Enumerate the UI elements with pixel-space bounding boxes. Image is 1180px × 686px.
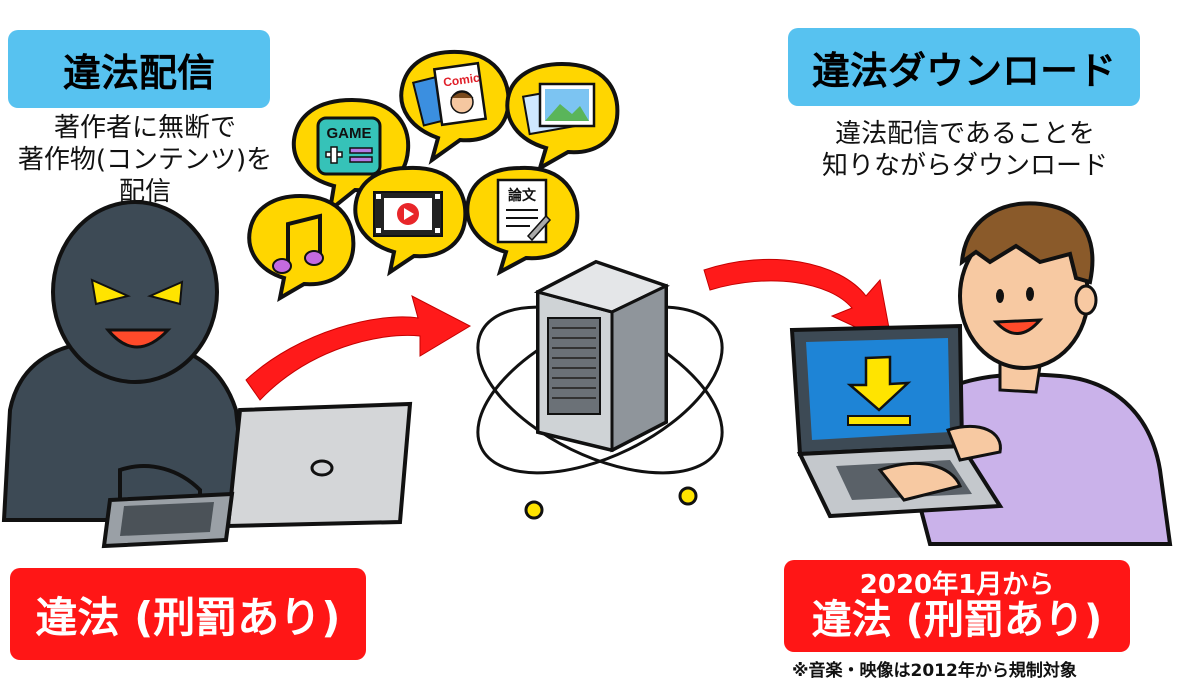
description-line: 著作物(コンテンツ)を bbox=[17, 145, 273, 175]
regulation-footnote: ※音楽・映像は2012年から規制対象 bbox=[792, 661, 1077, 681]
game-icon-label: GAME bbox=[327, 125, 372, 142]
comic-icon-label: Comic bbox=[442, 71, 481, 90]
server-icon bbox=[476, 259, 724, 520]
penalty-effective-date: 2020年1月から bbox=[859, 570, 1055, 600]
hacker-figure bbox=[1, 200, 251, 522]
illegal-download-title: 違法ダウンロード bbox=[788, 28, 1140, 106]
description-line: 違法配信であることを bbox=[835, 119, 1095, 149]
illegal-download-penalty-badge: 2020年1月から 違法 (刑罰あり) bbox=[784, 560, 1130, 652]
description-line: 配信 bbox=[118, 177, 171, 207]
photo-bubble-icon bbox=[505, 61, 620, 173]
description-line: 知りながらダウンロード bbox=[821, 151, 1108, 181]
illegal-upload-description: 著作者に無断で 著作物(コンテンツ)を 配信 bbox=[0, 112, 290, 208]
downloader-laptop bbox=[789, 323, 1004, 519]
illegal-upload-penalty-badge: 違法 (刑罰あり) bbox=[10, 568, 366, 660]
comic-bubble-icon: Comic bbox=[399, 49, 511, 165]
upload-arrow-icon bbox=[245, 295, 472, 401]
content-bubbles: GAME Comic bbox=[247, 49, 620, 302]
download-arrow-screen-icon bbox=[846, 355, 912, 412]
music-bubble-icon bbox=[247, 193, 356, 302]
penalty-text: 違法 (刑罰あり) bbox=[811, 597, 1103, 643]
paper-icon-label: 論文 bbox=[508, 187, 537, 204]
description-line: 著作者に無断で bbox=[53, 113, 236, 143]
paper-bubble-icon: 論文 bbox=[465, 165, 580, 277]
downloader-figure bbox=[897, 201, 1173, 546]
illegal-upload-title: 違法配信 bbox=[8, 30, 270, 108]
video-bubble-icon bbox=[353, 165, 468, 277]
illegal-download-description: 違法配信であることを 知りながらダウンロード bbox=[790, 118, 1140, 182]
hacker-laptop bbox=[101, 401, 413, 549]
